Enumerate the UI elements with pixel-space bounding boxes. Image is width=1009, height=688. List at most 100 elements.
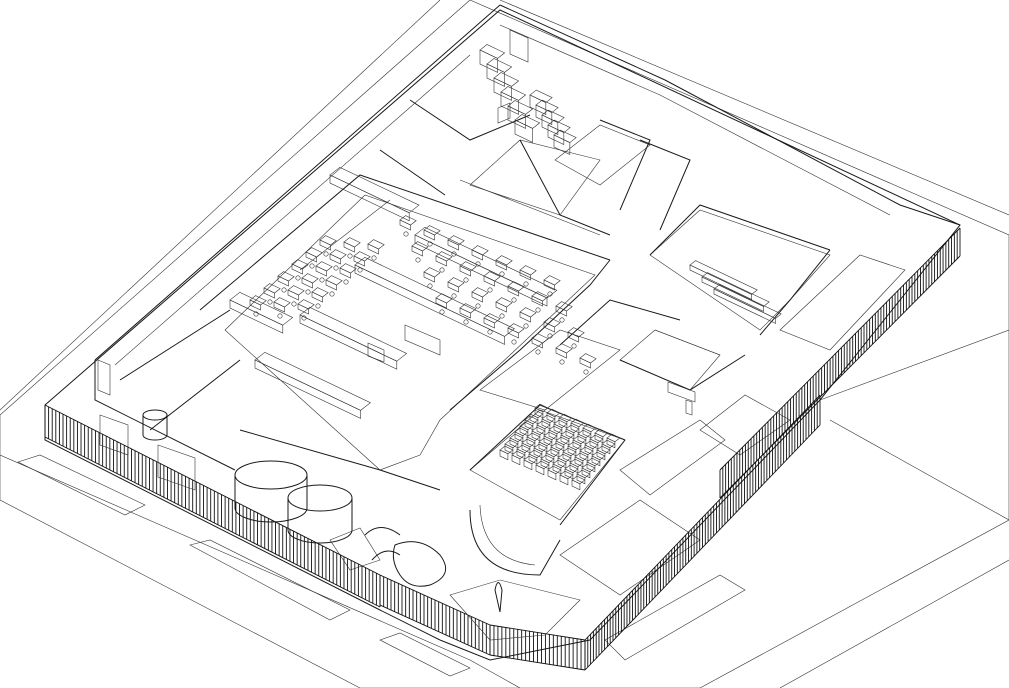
road-edge-line [829, 419, 1009, 521]
hall-wall [469, 404, 626, 471]
chair [535, 307, 541, 313]
chair [253, 311, 259, 317]
lecture-seat-side [536, 424, 546, 436]
water-tank-top [287, 484, 353, 512]
accent-panel [667, 381, 696, 403]
workstation-desk-side [291, 263, 303, 275]
lecture-seat-side [552, 463, 562, 475]
lecture-seat-side [577, 433, 587, 445]
sculpture-curve [371, 550, 401, 561]
workstation-desk-side [319, 239, 331, 251]
workstation-desk-side [297, 303, 309, 315]
workstation-desk-side [435, 297, 447, 309]
chair [559, 359, 565, 365]
curved-auditorium-wall [469, 509, 561, 576]
lab-bench-side [329, 174, 410, 222]
road-edge-line [779, 559, 1009, 688]
workstation-desk-side [277, 275, 289, 287]
lab-bench [229, 291, 294, 326]
lab-wall [639, 139, 691, 231]
chair [511, 339, 517, 345]
lecture-seat-side [540, 458, 550, 470]
workstation-desk-side [459, 307, 471, 319]
fence-base-rail [719, 255, 961, 499]
lecture-seat-side [546, 412, 556, 424]
parking-median [379, 632, 471, 677]
workstation-desk-side [423, 229, 435, 241]
road-edge-line [0, 454, 521, 688]
workstation-desk-side [531, 337, 543, 349]
chair [523, 281, 529, 287]
corridor-floor [479, 329, 621, 411]
office-wall [619, 354, 746, 391]
chair [475, 303, 481, 309]
lecture-seat-side [569, 462, 579, 474]
lecture-seat-side [562, 451, 572, 463]
chair [535, 349, 541, 355]
lab-wall [449, 259, 611, 411]
fence-base-rail [44, 436, 381, 608]
workstation-desk-side [471, 291, 483, 303]
chair [499, 271, 505, 277]
chair [415, 257, 421, 263]
workstation-desk-side [555, 347, 567, 359]
lecture-seat-side [570, 422, 580, 434]
lecture-seat-side [589, 438, 599, 450]
storage-shelf-side [479, 49, 498, 73]
meeting-table-side [701, 276, 764, 312]
mechanical-unit [99, 414, 129, 456]
lecture-seat-side [560, 434, 570, 446]
water-tank [287, 498, 353, 544]
lab-bench-side [299, 314, 398, 370]
chair [347, 253, 353, 259]
workstation-desk-side [519, 269, 531, 281]
lecture-seat-side [550, 446, 560, 458]
entrance-feature [364, 504, 581, 641]
sculpture-curve [364, 527, 401, 536]
lecture-seat-side [523, 459, 533, 471]
back-lab-floor [469, 139, 601, 216]
paving-zone [619, 419, 726, 496]
open-lab-floor [224, 194, 596, 471]
chair [487, 287, 493, 293]
chair [451, 293, 457, 299]
lecture-seat-side [576, 473, 586, 485]
lecture-seat-side [548, 429, 558, 441]
workstation-desk-side [399, 219, 411, 231]
lecture-seat-side [528, 453, 538, 465]
parking-median [604, 574, 746, 661]
chair [333, 265, 339, 271]
mechanical-units [97, 29, 529, 491]
lecture-seat-side [555, 440, 565, 452]
lab-bench [254, 351, 371, 411]
workstation-desk-side [507, 285, 519, 297]
lecture-seat-side [524, 419, 534, 431]
workstation-desk-side [471, 249, 483, 261]
chair [451, 251, 457, 257]
chair [427, 283, 433, 289]
parapet-line [499, 24, 891, 216]
storage-shelf-side [514, 119, 533, 143]
workstation-desk-side [367, 243, 379, 255]
lecture-seat-side [564, 468, 574, 480]
hall-wall [559, 439, 626, 526]
chair [427, 241, 433, 247]
entrance-figure [494, 582, 503, 613]
lecture-seat-side [531, 430, 541, 442]
lab-wall [409, 99, 531, 141]
chair [439, 309, 445, 315]
lab-wall [519, 139, 611, 236]
parking-median [189, 539, 351, 621]
storage-shelf-side [507, 105, 526, 129]
chair [315, 303, 321, 309]
lab-bench [414, 226, 558, 299]
lab-wall [199, 174, 611, 311]
workstation-desk-side [531, 295, 543, 307]
small-tank-top [142, 409, 168, 421]
lab-bench-side [354, 264, 505, 345]
storage-shelf-side [493, 77, 512, 101]
storage-shelf-side [541, 114, 559, 136]
workstation-desk-side [543, 321, 555, 333]
chair [267, 299, 273, 305]
